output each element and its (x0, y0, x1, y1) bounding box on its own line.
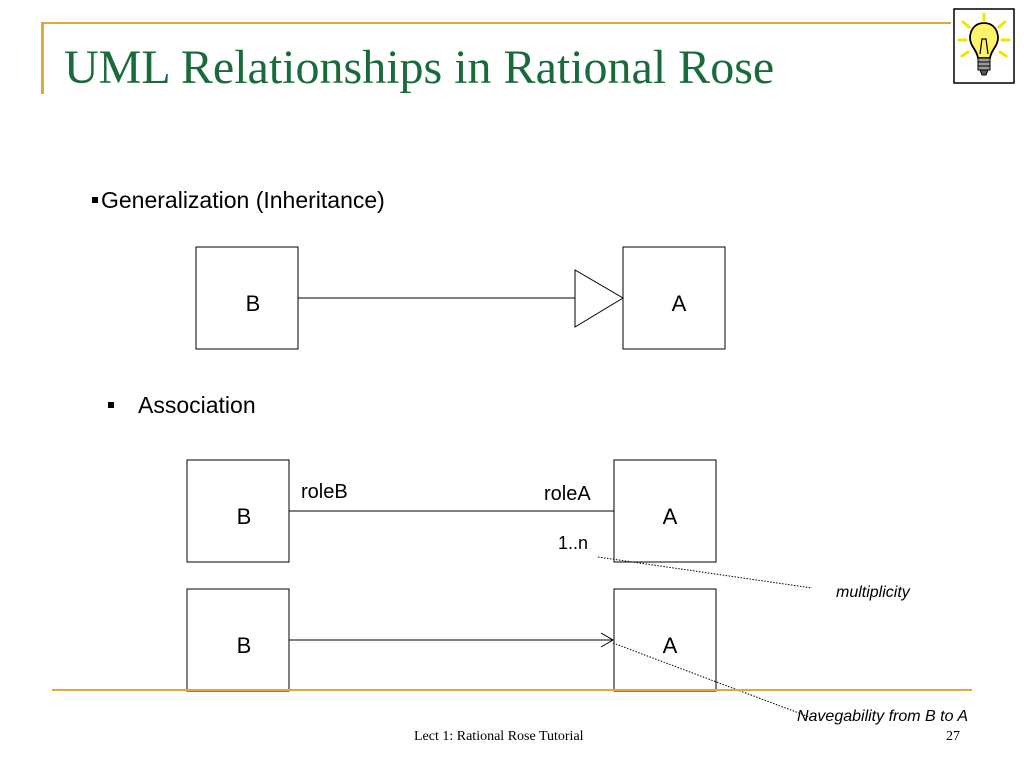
class-box-a-generalization (622, 246, 726, 350)
role-label-a: roleA (544, 483, 591, 505)
lightbulb-icon (953, 8, 1015, 84)
open-arrowhead-icon (600, 632, 614, 648)
multiplicity-note: multiplicity (836, 584, 911, 601)
footer-rule (52, 689, 972, 691)
class-label-b: B (237, 504, 252, 529)
class-box-b-association (186, 459, 290, 563)
class-label-b: B (246, 291, 261, 316)
bullet-association: Association (108, 391, 256, 419)
role-label-b: roleB (301, 481, 348, 503)
navigability-note: Navegability from B to A (797, 708, 968, 725)
generalization-heading: Generalization (Inheritance) (101, 187, 385, 213)
inheritance-arrowhead-icon (574, 269, 624, 328)
title-accent-bar (41, 22, 44, 94)
bullet-generalization: Generalization (Inheritance) (92, 186, 385, 214)
class-label-a: A (663, 633, 678, 658)
multiplicity-callout-line (597, 556, 813, 589)
navigability-diagram: B A (186, 588, 813, 719)
page-number: 27 (946, 729, 960, 744)
generalization-diagram: B A (195, 246, 726, 350)
class-box-a-association (613, 459, 717, 563)
navigability-callout-line (612, 642, 813, 719)
slide-title: UML Relationships in Rational Rose (64, 41, 775, 94)
class-box-a-navigability (613, 588, 717, 692)
class-box-b-navigability (186, 588, 290, 692)
bullet-square-icon (92, 196, 98, 203)
class-label-b: B (237, 633, 252, 658)
class-label-a: A (663, 504, 678, 529)
multiplicity-label: 1..n (558, 533, 588, 553)
association-heading: Association (138, 392, 256, 418)
bullet-square-icon (108, 401, 114, 408)
association-diagram: B A roleB roleA 1..n multiplicity (186, 459, 911, 601)
title-top-rule (41, 22, 951, 24)
slide-footer: Lect 1: Rational Rose Tutorial (414, 729, 584, 744)
class-label-a: A (672, 291, 687, 316)
